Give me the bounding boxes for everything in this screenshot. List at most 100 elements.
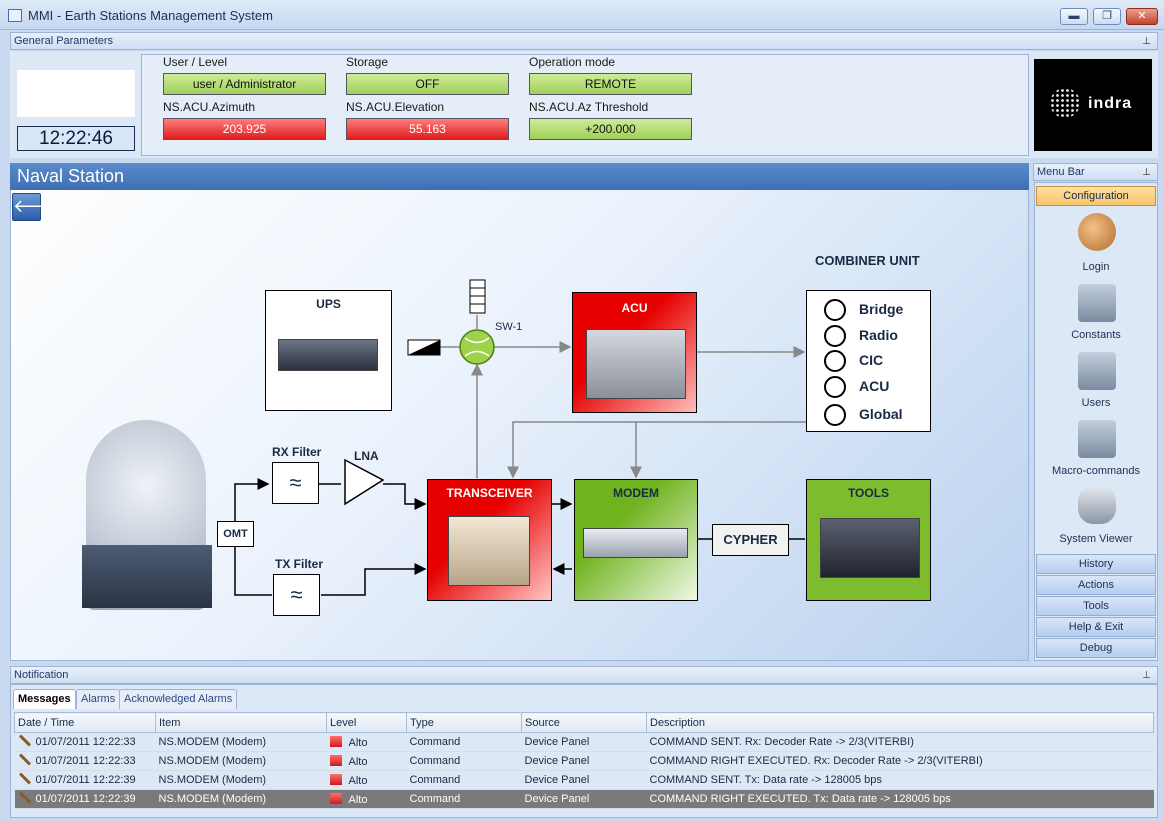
lightning-folder-icon[interactable] bbox=[1078, 420, 1116, 458]
radio-circle-icon[interactable] bbox=[824, 325, 846, 347]
pencil-icon bbox=[18, 791, 31, 804]
modem-device-image bbox=[583, 528, 688, 558]
cell-description: COMMAND SENT. Rx: Decoder Rate -> 2/3(VI… bbox=[646, 732, 1154, 752]
database-icon[interactable] bbox=[1078, 486, 1116, 524]
combiner-label: Bridge bbox=[859, 301, 904, 317]
pin-icon[interactable]: ⊥ bbox=[1142, 36, 1151, 47]
menu-item-login[interactable]: Login bbox=[1082, 261, 1110, 273]
cypher-box[interactable]: CYPHER bbox=[712, 524, 789, 556]
storage-value[interactable]: OFF bbox=[346, 73, 509, 95]
radome-base bbox=[82, 545, 212, 608]
cell-item: NS.MODEM (Modem) bbox=[155, 770, 327, 790]
ups-device-image bbox=[278, 339, 378, 371]
maximize-button[interactable]: ❐ bbox=[1093, 8, 1121, 25]
pin-icon[interactable]: ⊥ bbox=[1142, 670, 1151, 681]
table-row[interactable]: 01/07/2011 12:22:33 NS.MODEM (Modem) Alt… bbox=[14, 732, 1154, 752]
tx-filter-label: TX Filter bbox=[275, 557, 324, 571]
table-row[interactable]: 01/07/2011 12:22:33 NS.MODEM (Modem) Alt… bbox=[14, 751, 1154, 771]
pin-icon[interactable]: ⊥ bbox=[1142, 167, 1151, 178]
acu-title: ACU bbox=[621, 301, 648, 315]
flag-icon bbox=[329, 792, 342, 804]
rx-filter-box[interactable]: ≈ bbox=[272, 462, 319, 504]
radio-circle-icon[interactable] bbox=[824, 350, 846, 372]
elevation-value[interactable]: 55.163 bbox=[346, 118, 509, 140]
users-icon[interactable] bbox=[1078, 213, 1116, 251]
logo-text: indra bbox=[1088, 95, 1133, 112]
column-header[interactable]: Level bbox=[326, 712, 407, 733]
cell-description: COMMAND RIGHT EXECUTED. Rx: Decoder Rate… bbox=[646, 751, 1154, 771]
clock: 12:22:46 bbox=[17, 126, 135, 151]
cell-type: Command bbox=[406, 732, 522, 752]
combiner-label: Global bbox=[859, 406, 903, 422]
user-folder-icon[interactable] bbox=[1078, 352, 1116, 390]
combiner-label: ACU bbox=[859, 378, 890, 394]
transceiver-title: TRANSCEIVER bbox=[446, 486, 533, 500]
tools-box[interactable]: TOOLS bbox=[806, 479, 931, 601]
combiner-unit-box: Bridge Radio CIC ACU Global bbox=[806, 290, 931, 432]
ups-title: UPS bbox=[316, 297, 341, 311]
table-row[interactable]: 01/07/2011 12:22:39 NS.MODEM (Modem) Alt… bbox=[14, 770, 1154, 790]
menu-actions[interactable]: Actions bbox=[1036, 575, 1156, 595]
column-header[interactable]: Type bbox=[406, 712, 522, 733]
menu-item-system-viewer[interactable]: System Viewer bbox=[1059, 533, 1133, 545]
azimuth-value[interactable]: 203.925 bbox=[163, 118, 326, 140]
transceiver-box[interactable]: TRANSCEIVER bbox=[427, 479, 552, 601]
pencil-icon bbox=[18, 772, 31, 785]
notification-header: Notification ⊥ bbox=[10, 666, 1158, 684]
user-level-label: User / Level bbox=[163, 55, 228, 69]
close-button[interactable]: ✕ bbox=[1126, 8, 1158, 25]
menu-help-exit[interactable]: Help & Exit bbox=[1036, 617, 1156, 637]
azimuth-label: NS.ACU.Azimuth bbox=[163, 100, 256, 114]
user-level-value[interactable]: user / Administrator bbox=[163, 73, 326, 95]
cell-description: COMMAND RIGHT EXECUTED. Tx: Data rate ->… bbox=[646, 789, 1154, 809]
notification-title: Notification bbox=[14, 669, 69, 681]
menu-item-users[interactable]: Users bbox=[1081, 397, 1111, 409]
gear-folder-icon[interactable] bbox=[1078, 284, 1116, 322]
acu-box[interactable]: ACU bbox=[572, 292, 697, 413]
combiner-label: Radio bbox=[859, 327, 898, 343]
menu-configuration[interactable]: Configuration bbox=[1036, 186, 1156, 206]
flag-icon bbox=[329, 773, 342, 785]
menu-bar-title: Menu Bar bbox=[1037, 166, 1085, 178]
tab-messages[interactable]: Messages bbox=[13, 689, 76, 709]
acu-device-image bbox=[586, 329, 686, 399]
column-header[interactable]: Source bbox=[521, 712, 647, 733]
table-row-selected[interactable]: 01/07/2011 12:22:39 NS.MODEM (Modem) Alt… bbox=[14, 789, 1154, 809]
menu-history[interactable]: History bbox=[1036, 554, 1156, 574]
cell-source: Device Panel bbox=[521, 751, 647, 771]
cell-item: NS.MODEM (Modem) bbox=[155, 732, 327, 752]
menu-item-constants[interactable]: Constants bbox=[1071, 329, 1121, 341]
general-parameters-title: General Parameters bbox=[14, 35, 114, 47]
tx-filter-box[interactable]: ≈ bbox=[273, 574, 320, 616]
storage-label: Storage bbox=[346, 55, 389, 69]
operation-mode-value[interactable]: REMOTE bbox=[529, 73, 692, 95]
cell-datetime: 01/07/2011 12:22:33 bbox=[35, 755, 136, 767]
modem-box[interactable]: MODEM bbox=[574, 479, 698, 601]
menu-debug[interactable]: Debug bbox=[1036, 638, 1156, 658]
elevation-label: NS.ACU.Elevation bbox=[346, 100, 445, 114]
omt-box[interactable]: OMT bbox=[217, 521, 254, 547]
menu-tools[interactable]: Tools bbox=[1036, 596, 1156, 616]
modem-title: MODEM bbox=[613, 486, 659, 500]
tab-acknowledged-alarms[interactable]: Acknowledged Alarms bbox=[119, 689, 238, 709]
az-threshold-value[interactable]: +200.000 bbox=[529, 118, 692, 140]
minimize-button[interactable]: ▬ bbox=[1060, 8, 1088, 25]
column-header[interactable]: Date / Time bbox=[14, 712, 156, 733]
cell-datetime: 01/07/2011 12:22:39 bbox=[35, 793, 136, 805]
cell-level: Alto bbox=[348, 774, 368, 787]
combiner-to-transceiver-line bbox=[507, 421, 806, 479]
column-header[interactable]: Description bbox=[646, 712, 1154, 733]
radio-circle-icon[interactable] bbox=[824, 299, 846, 321]
cell-source: Device Panel bbox=[521, 770, 647, 790]
tab-alarms[interactable]: Alarms bbox=[76, 689, 121, 709]
logo-mark-icon bbox=[1050, 88, 1080, 118]
operation-mode-label: Operation mode bbox=[529, 55, 616, 69]
table-header-row: Date / Time Item Level Type Source Descr… bbox=[14, 712, 1154, 733]
radio-circle-icon[interactable] bbox=[824, 404, 846, 426]
ups-box[interactable]: UPS bbox=[265, 290, 392, 411]
menu-item-macro-commands[interactable]: Macro-commands bbox=[1051, 465, 1141, 477]
column-header[interactable]: Item bbox=[155, 712, 327, 733]
cell-item: NS.MODEM (Modem) bbox=[155, 789, 327, 809]
radio-circle-icon[interactable] bbox=[824, 376, 846, 398]
combiner-label: CIC bbox=[859, 352, 884, 368]
